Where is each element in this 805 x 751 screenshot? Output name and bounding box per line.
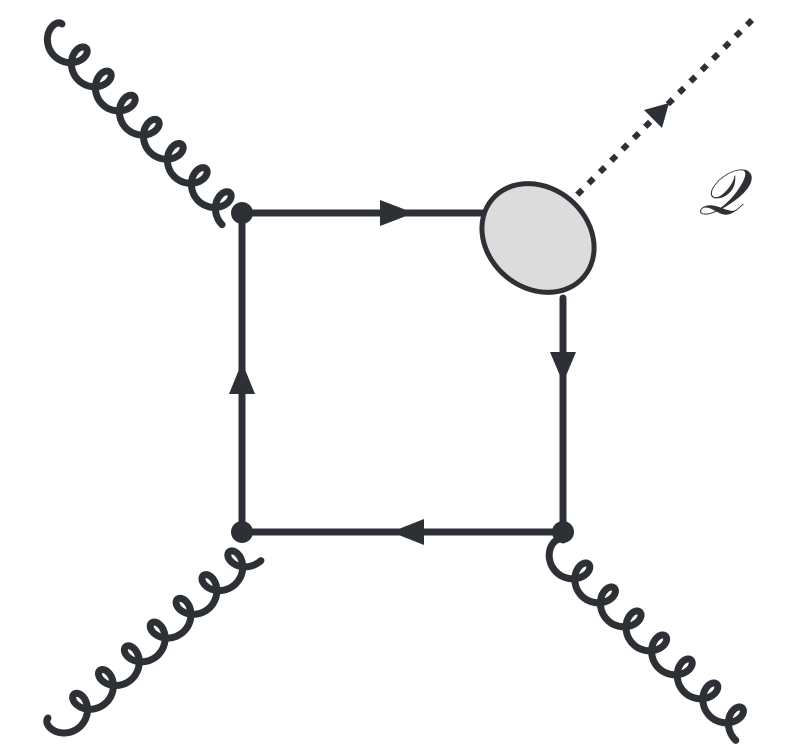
arrow-left-up xyxy=(229,362,255,394)
gluon-bottom-right xyxy=(545,535,747,744)
arrow-top-right xyxy=(380,200,414,226)
vertex-top-left xyxy=(231,202,253,224)
arrow-outgoing xyxy=(644,103,669,128)
gluon-top-left xyxy=(43,19,235,229)
arrow-bottom-left xyxy=(391,519,424,545)
vertex-bottom-right xyxy=(552,521,574,543)
arrow-right-down xyxy=(550,352,576,383)
bound-state-blob xyxy=(479,181,597,295)
outgoing-particle-label: 𝒬 xyxy=(698,156,753,230)
gluon-bottom-left xyxy=(43,547,265,737)
vertex-bottom-left xyxy=(231,521,253,543)
